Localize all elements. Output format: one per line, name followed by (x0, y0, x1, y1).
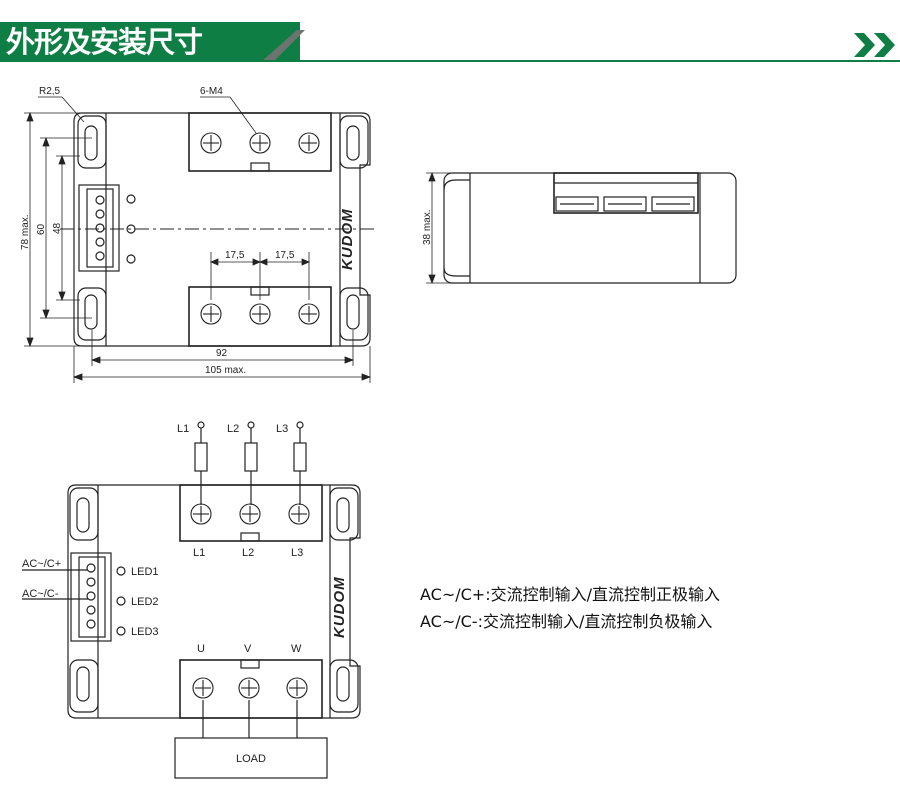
banner-slant (255, 22, 305, 62)
dim-pitch-right: 17,5 (275, 250, 295, 261)
led3-label: LED3 (131, 626, 159, 638)
output-label-v: V (244, 643, 252, 655)
led1-label: LED1 (131, 566, 159, 578)
side-terminal-block (553, 172, 699, 214)
output-label-u: U (197, 643, 205, 655)
dim-height-48: 48 (52, 222, 63, 234)
output-label-w: W (291, 643, 302, 655)
wiring-body-outline (67, 484, 361, 719)
legend-control-pos: AC~/C+:交流控制输入/直流控制正极输入 (420, 585, 720, 604)
dim-pitch-left: 17,5 (225, 250, 245, 261)
page-title: 外形及安装尺寸 (6, 25, 203, 59)
header-rule (260, 60, 900, 62)
dim-corner-radius: R2,5 (39, 86, 61, 97)
load-box (174, 737, 328, 779)
terminal-label-l1: L1 (193, 547, 205, 559)
brand-logo-wiring: KUDOM (331, 576, 348, 638)
load-label: LOAD (236, 753, 266, 765)
title-banner: 外形及安装尺寸 (0, 22, 300, 62)
led2-label: LED2 (131, 596, 159, 608)
dim-side-height: 38 max. (422, 209, 433, 245)
wiring-control-connector (70, 552, 112, 642)
side-body-outline (443, 172, 737, 284)
header: 外形及安装尺寸 (0, 0, 900, 70)
double-chevron-right-icon[interactable] (852, 30, 900, 60)
dim-screw-spec: 6-M4 (200, 86, 223, 97)
dim-height-78: 78 max. (20, 214, 31, 250)
control-connector (78, 184, 120, 272)
dim-width-92: 92 (216, 348, 228, 359)
brand-logo-top: KUDOM (339, 208, 356, 270)
legend-control-neg: AC~/C-:交流控制输入/直流控制负极输入 (420, 612, 713, 631)
top-body-outline (73, 112, 371, 347)
terminal-label-l2: L2 (242, 547, 254, 559)
input-label-l1: L1 (177, 423, 189, 435)
mount-ear-br (339, 287, 369, 341)
dim-height-60: 60 (36, 223, 47, 235)
dim-width-105: 105 max. (205, 365, 246, 376)
terminal-label-l3: L3 (291, 547, 303, 559)
input-label-l3: L3 (276, 423, 288, 435)
control-neg-label: AC~/C- (22, 588, 59, 600)
input-label-l2: L2 (227, 423, 239, 435)
control-pos-label: AC~/C+ (22, 558, 61, 570)
